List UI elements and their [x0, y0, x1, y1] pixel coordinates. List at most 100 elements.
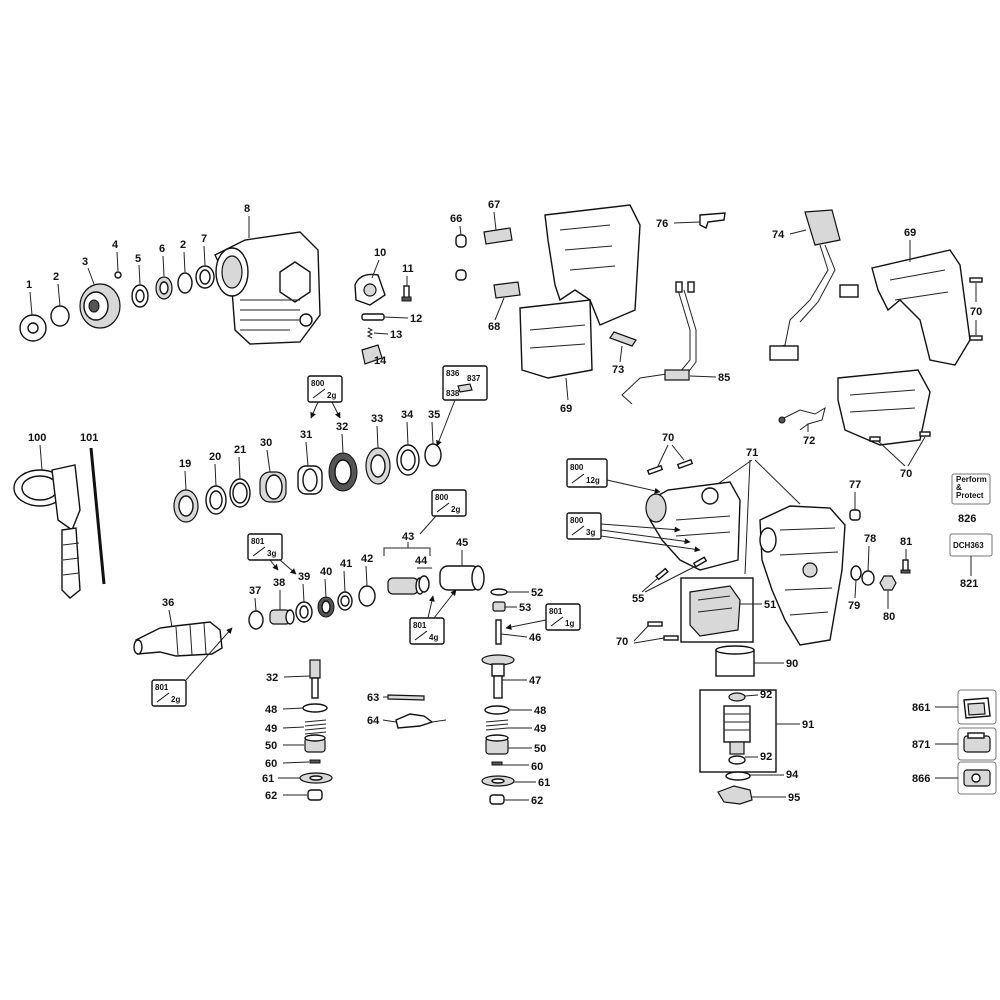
part-label-38[interactable]: 38 — [273, 577, 285, 589]
part-label-68[interactable]: 68 — [488, 321, 500, 333]
grease-box-800-12g[interactable]: 800 12g — [566, 458, 608, 488]
part-label-80[interactable]: 80 — [883, 611, 895, 623]
part-label-40[interactable]: 40 — [320, 566, 332, 578]
sleeve-part-90[interactable] — [715, 645, 755, 677]
part-label-81[interactable]: 81 — [900, 536, 912, 548]
part-label-36[interactable]: 36 — [162, 597, 174, 609]
part-label-51[interactable]: 51 — [764, 599, 776, 611]
depth-rod-part-101[interactable] — [89, 447, 106, 585]
spacer-part-94[interactable] — [725, 771, 751, 781]
part-label-52[interactable]: 52 — [531, 587, 543, 599]
gear-part-61b[interactable] — [481, 775, 515, 787]
lever-part-64[interactable] — [395, 713, 447, 729]
part-label-55[interactable]: 55 — [632, 593, 644, 605]
part-label-92a[interactable]: 92 — [760, 689, 772, 701]
screws-part-70d[interactable] — [647, 621, 679, 641]
part-label-94[interactable]: 94 — [786, 769, 799, 781]
part-label-47[interactable]: 47 — [529, 675, 541, 687]
motor-assembly-part-51[interactable] — [680, 577, 754, 643]
selector-plate-part-10[interactable] — [354, 273, 386, 306]
part-label-100[interactable]: 100 — [28, 432, 46, 444]
part-label-11[interactable]: 11 — [402, 263, 414, 275]
part-label-39[interactable]: 39 — [298, 571, 310, 583]
part-label-49a[interactable]: 49 — [265, 723, 277, 735]
part-label-46[interactable]: 46 — [529, 632, 541, 644]
ram-part-45[interactable] — [439, 565, 485, 591]
part-label-77[interactable]: 77 — [849, 479, 861, 491]
bearing-part-53[interactable] — [492, 601, 506, 612]
shaft-part-32b[interactable] — [309, 659, 321, 699]
part-label-71[interactable]: 71 — [746, 447, 758, 459]
gear-part-32[interactable] — [328, 452, 358, 492]
part-label-826[interactable]: 826 — [958, 513, 976, 525]
ball-part-4[interactable] — [114, 271, 122, 279]
part-label-69a[interactable]: 69 — [560, 403, 572, 415]
part-label-871[interactable]: 871 — [912, 739, 930, 751]
grease-box-801-2g[interactable]: 801 2g — [151, 679, 187, 707]
transmission-housing-part-71b[interactable] — [759, 505, 846, 646]
pin-part-73[interactable] — [609, 331, 637, 347]
part-label-67[interactable]: 67 — [488, 199, 500, 211]
part-label-91[interactable]: 91 — [802, 719, 814, 731]
part-label-8[interactable]: 8 — [244, 203, 250, 215]
part-label-61a[interactable]: 61 — [262, 773, 274, 785]
ring-part-2b[interactable] — [177, 272, 193, 294]
part-label-4[interactable]: 4 — [112, 239, 119, 251]
grease-box-800-2g-b[interactable]: 800 2g — [431, 489, 467, 517]
gear-part-61a[interactable] — [299, 772, 333, 784]
gear-part-50a[interactable] — [304, 734, 326, 753]
gear-part-50b[interactable] — [485, 734, 509, 755]
housing-half-part-69b[interactable] — [837, 249, 971, 446]
case-part-861[interactable] — [957, 689, 997, 725]
shaft-part-47[interactable] — [481, 654, 515, 699]
part-label-7[interactable]: 7 — [201, 233, 207, 245]
part-label-42[interactable]: 42 — [361, 553, 373, 565]
spring-part-49a[interactable] — [304, 719, 327, 735]
ring-part-52[interactable] — [490, 588, 508, 596]
screws-part-55[interactable] — [655, 556, 708, 581]
part-label-20[interactable]: 20 — [209, 451, 221, 463]
part-label-76[interactable]: 76 — [656, 218, 668, 230]
ring-part-60b[interactable] — [491, 761, 503, 766]
grease-box-801-3g[interactable]: 801 3g — [247, 533, 283, 561]
brush-holder-part-95[interactable] — [717, 785, 753, 805]
part-label-13[interactable]: 13 — [390, 329, 402, 341]
o-ring-part-44[interactable] — [418, 575, 430, 593]
part-label-41[interactable]: 41 — [340, 558, 352, 570]
part-label-2[interactable]: 2 — [53, 271, 59, 283]
nut-part-80[interactable] — [879, 575, 897, 591]
washer-part-7[interactable] — [195, 265, 215, 289]
grease-box-801-1g[interactable]: 801 1g — [545, 603, 581, 631]
screw-part-81[interactable] — [900, 559, 911, 574]
part-label-14[interactable]: 14 — [374, 355, 387, 367]
part-label-95[interactable]: 95 — [788, 792, 800, 804]
bearing-part-19[interactable] — [173, 489, 199, 523]
part-label-69b[interactable]: 69 — [904, 227, 916, 239]
side-handle-part-100[interactable] — [13, 464, 81, 599]
model-badge[interactable]: DCH363 — [949, 533, 993, 557]
ring-part-60a[interactable] — [309, 759, 321, 764]
clip-part-76[interactable] — [699, 212, 726, 229]
striker-part-38[interactable] — [269, 609, 295, 625]
plug-part-77[interactable] — [849, 509, 861, 521]
part-label-19[interactable]: 19 — [179, 458, 191, 470]
part-label-92b[interactable]: 92 — [760, 751, 772, 763]
pin-part-63[interactable] — [387, 694, 425, 701]
locking-sleeve-part-3[interactable] — [79, 283, 121, 329]
ring-part-33[interactable] — [365, 447, 391, 485]
part-label-101[interactable]: 101 — [80, 432, 98, 444]
part-label-79[interactable]: 79 — [848, 600, 860, 612]
pin-part-12[interactable] — [361, 313, 385, 321]
part-label-90[interactable]: 90 — [786, 658, 798, 670]
part-label-60b[interactable]: 60 — [531, 761, 543, 773]
washer-part-34[interactable] — [396, 444, 420, 476]
part-label-37[interactable]: 37 — [249, 585, 261, 597]
part-label-32[interactable]: 32 — [336, 421, 348, 433]
part-label-821[interactable]: 821 — [960, 578, 978, 590]
spring-part-67[interactable] — [483, 227, 513, 245]
part-label-48b[interactable]: 48 — [534, 705, 546, 717]
part-label-60a[interactable]: 60 — [265, 758, 277, 770]
bearing-part-62b[interactable] — [489, 794, 505, 805]
ring-part-20[interactable] — [205, 485, 227, 515]
part-label-49b[interactable]: 49 — [534, 723, 546, 735]
